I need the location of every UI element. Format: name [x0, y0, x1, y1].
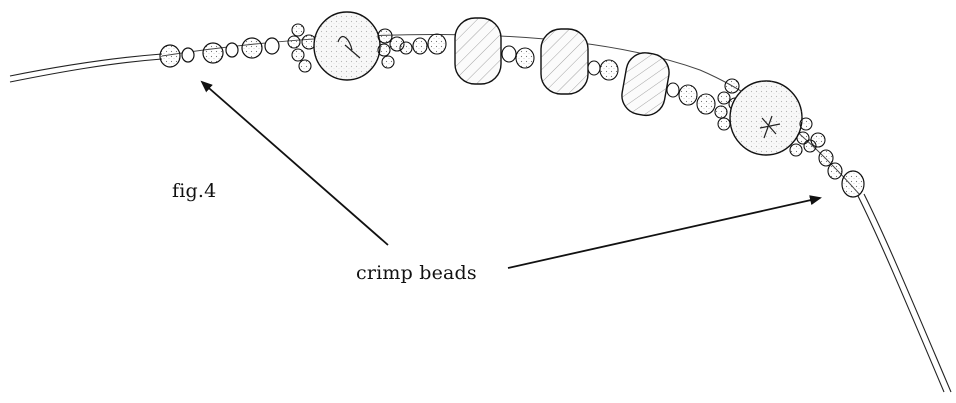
large-round-bead-1 — [313, 11, 381, 81]
seed-beads-3 — [501, 45, 535, 69]
seed-beads-2 — [412, 33, 447, 55]
crimp-bead-left — [159, 44, 181, 68]
faceted-bead-3 — [621, 52, 670, 117]
flower-spacer-4 — [789, 117, 826, 157]
faceted-bead-1 — [454, 17, 502, 85]
seed-beads-5 — [666, 82, 716, 115]
crimp-beads-label: crimp beads — [356, 262, 477, 284]
large-round-bead-2 — [729, 80, 803, 156]
seed-beads-6 — [818, 149, 843, 180]
arrow-to-right-crimp — [507, 195, 822, 269]
crimp-bead-right — [841, 170, 865, 198]
beads-left-group — [159, 37, 280, 68]
flower-spacer-1 — [287, 23, 317, 73]
cord-right — [857, 193, 952, 393]
arrow-to-left-crimp — [200, 80, 389, 246]
cord-left — [9, 53, 163, 83]
seed-beads-4 — [587, 59, 619, 81]
figure-label: fig.4 — [172, 180, 217, 202]
flower-spacer-2 — [377, 28, 413, 69]
faceted-bead-2 — [540, 28, 589, 95]
